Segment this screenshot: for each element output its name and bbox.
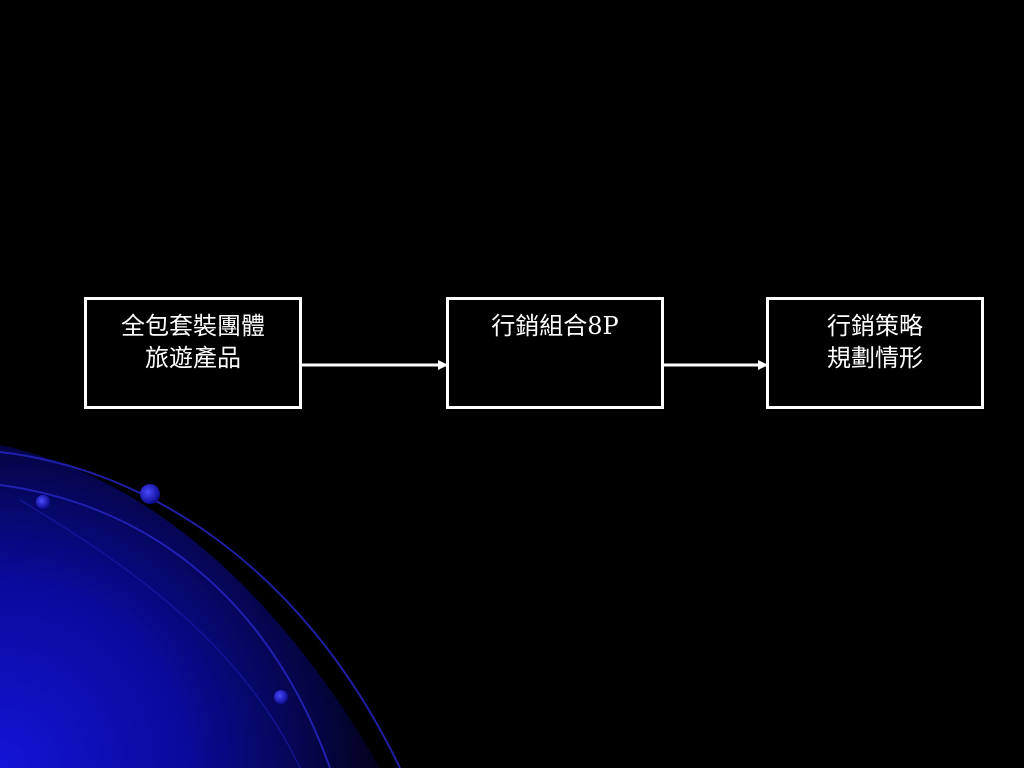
node-product: 全包套裝團體 旅遊產品: [84, 297, 302, 409]
arc-line-1: [0, 451, 401, 768]
blue-sphere-shape: [0, 445, 380, 768]
arc-line-3: [19, 499, 301, 768]
node-product-line-1: 全包套裝團體: [121, 312, 265, 340]
node-strategy: 行銷策略 規劃情形: [766, 297, 984, 409]
orb-dot-bottom: [274, 690, 288, 704]
node-strategy-line-1: 行銷策略: [827, 312, 923, 340]
orb-dot-small: [36, 495, 50, 509]
node-product-line-2: 旅遊產品: [145, 344, 241, 372]
orb-dot-large: [140, 484, 160, 504]
node-marketing-mix: 行銷組合8P: [446, 297, 664, 409]
node-strategy-line-2: 規劃情形: [827, 344, 923, 372]
node-marketing-mix-line-1: 行銷組合8P: [491, 312, 619, 340]
arc-line-2: [0, 484, 331, 768]
